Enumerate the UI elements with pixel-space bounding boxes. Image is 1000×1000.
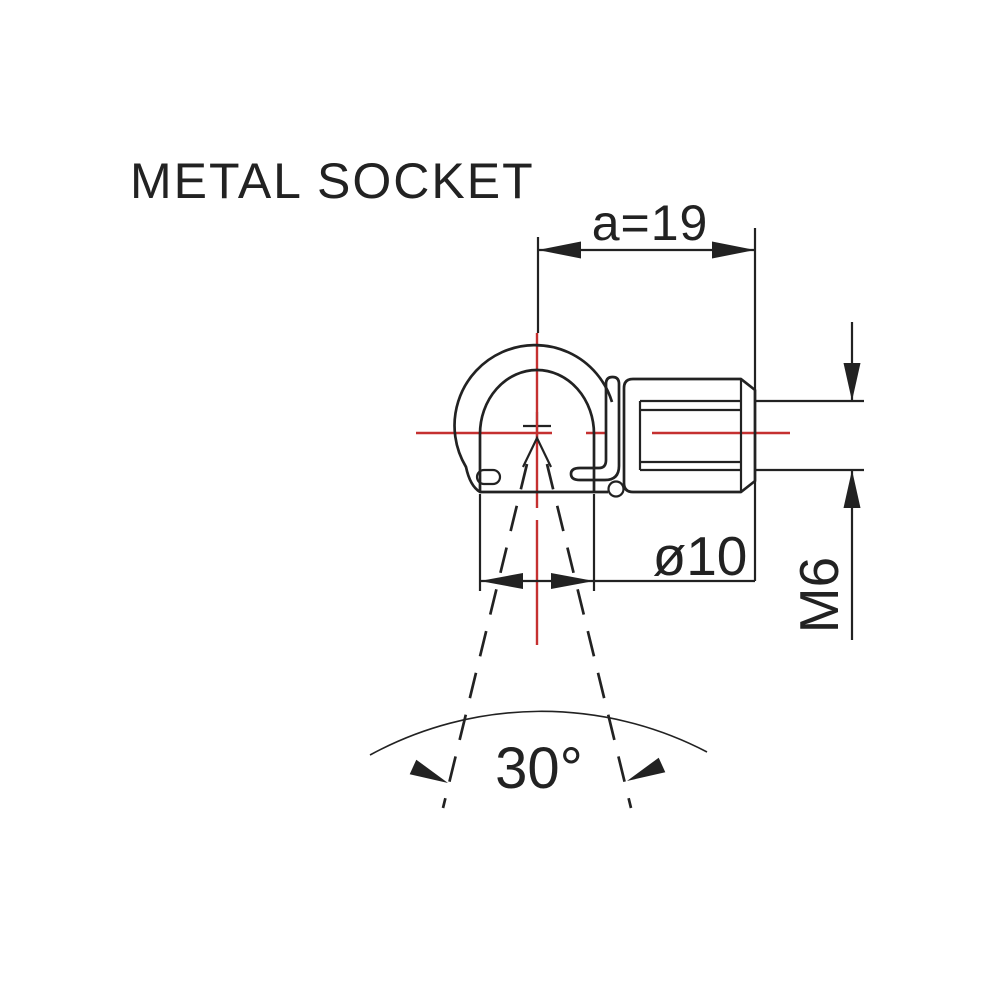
dia10-arrow-left xyxy=(480,573,523,589)
angle-arrow-left xyxy=(409,759,448,783)
swivel-dashed-line-right xyxy=(545,463,633,809)
a19-dimension-label: a=19 xyxy=(592,195,709,251)
clip-bent-end xyxy=(607,480,625,498)
retaining-clip xyxy=(569,375,621,482)
socket-inner-bore-arch xyxy=(478,368,596,492)
dimension-a19: a=19 xyxy=(536,195,757,581)
clip-end-slot-left xyxy=(475,468,502,486)
swivel-apex-arrow xyxy=(522,435,552,468)
swivel-dashed-line-left xyxy=(441,463,529,809)
drawing-title: METAL SOCKET xyxy=(130,153,535,209)
angle-arrow-right xyxy=(627,757,666,781)
dimension-m6: M6 xyxy=(788,322,861,640)
m6-arrow-down xyxy=(843,363,861,401)
dia10-arrow-right xyxy=(551,573,594,589)
body-outline xyxy=(622,377,757,494)
dia10-dimension-label: ø10 xyxy=(653,525,748,587)
a19-arrow-left xyxy=(538,241,581,259)
m6-arrow-up xyxy=(843,470,861,508)
socket-head-outline xyxy=(453,343,625,498)
threaded-bore xyxy=(638,399,741,472)
socket-outer-contour xyxy=(453,343,614,494)
swivel-angle-30: 30° xyxy=(369,435,708,809)
m6-thread-label: M6 xyxy=(788,557,850,633)
a19-arrow-right xyxy=(712,241,755,259)
dimension-dia10: ø10 xyxy=(478,494,755,591)
centerlines xyxy=(416,333,790,645)
angle-arc xyxy=(369,710,708,756)
angle-dimension-label: 30° xyxy=(495,736,583,801)
threaded-rod xyxy=(755,399,864,472)
socket-body xyxy=(622,377,864,494)
